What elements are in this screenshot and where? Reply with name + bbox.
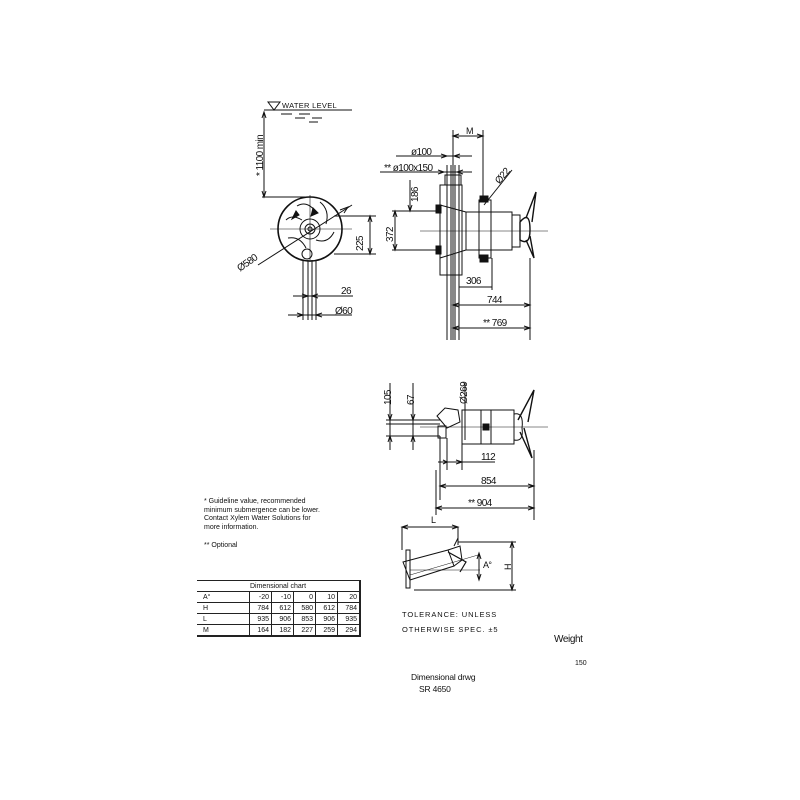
- guide-tube-100x150-label: ** ø100x150: [384, 163, 433, 174]
- value-cell: 294: [337, 624, 361, 637]
- value-cell: 853: [293, 613, 316, 625]
- angle-cell: 20: [337, 591, 361, 603]
- water-level-label: WATER LEVEL: [282, 101, 337, 110]
- m-label: M: [466, 126, 473, 136]
- chart-caption: Dimensional chart: [197, 580, 361, 592]
- value-cell: 906: [271, 613, 294, 625]
- offset-225-label: 225: [355, 236, 366, 251]
- submergence-label: * 1100 min: [255, 134, 266, 176]
- drawing-title: Dimensional drwg: [411, 672, 476, 682]
- weight-label: Weight: [554, 634, 583, 645]
- dim-769-label: ** 769: [483, 318, 507, 329]
- dimensional-chart-table: Dimensional chart A° -20 -10 0 10 20 H 7…: [197, 580, 361, 637]
- mast-width-label: 26: [341, 286, 352, 297]
- dim-112-label: 112: [481, 452, 496, 463]
- angle-header: A°: [197, 591, 250, 603]
- weight-value: 150: [575, 660, 587, 667]
- dim-67-label: 67: [406, 395, 417, 405]
- value-cell: 784: [249, 602, 272, 614]
- height-186-label: 186: [410, 187, 421, 202]
- dim-306-label: 306: [466, 276, 481, 287]
- note-line: more information.: [204, 523, 259, 531]
- guideline-note: * Guideline value, recommended minimum s…: [204, 498, 364, 532]
- note-line: * Guideline value, recommended: [204, 498, 306, 505]
- h-label: H: [503, 564, 513, 570]
- motor-diameter-label: Ø269: [459, 381, 470, 404]
- value-cell: 227: [293, 624, 316, 637]
- tolerance-line-1: TOLERANCE: UNLESS: [402, 610, 498, 619]
- row-label: M: [197, 624, 250, 637]
- propeller-front-view: [257, 195, 376, 320]
- note-line: Contact Xylem Water Solutions for: [204, 515, 311, 522]
- dim-904-label: ** 904: [468, 498, 492, 509]
- value-cell: 906: [315, 613, 338, 625]
- tolerance-line-2: OTHERWISE SPEC. ±5: [402, 625, 499, 634]
- angle-cell: 10: [315, 591, 338, 603]
- water-level-symbol: [264, 101, 352, 123]
- l-label: L: [431, 515, 436, 525]
- table-row: L 935 906 853 906 935: [197, 613, 361, 625]
- angle-label: A°: [483, 560, 492, 570]
- note-line: minimum submergence can be lower.: [204, 506, 320, 514]
- angle-cell: -10: [271, 591, 294, 603]
- value-cell: 935: [249, 613, 272, 625]
- guide-tube-100-label: ø100: [411, 147, 432, 158]
- mixer-side-view: [380, 130, 548, 340]
- value-cell: 259: [315, 624, 338, 637]
- table-row: H 784 612 580 612 784: [197, 602, 361, 614]
- angle-cell: 0: [293, 591, 316, 603]
- mixer-top-view: [386, 383, 548, 520]
- value-cell: 784: [337, 602, 361, 614]
- angle-cell: -20: [249, 591, 272, 603]
- drawing-model: SR 4650: [419, 684, 451, 694]
- row-label: H: [197, 602, 250, 614]
- value-cell: 612: [315, 602, 338, 614]
- dim-105-label: 105: [383, 390, 394, 405]
- mast-diameter-label: Ø60: [335, 306, 353, 317]
- optional-note: ** Optional: [204, 542, 238, 549]
- value-cell: 935: [337, 613, 361, 625]
- value-cell: 182: [271, 624, 294, 637]
- table-row: A° -20 -10 0 10 20: [197, 591, 361, 603]
- mixer-tilt-view: [400, 524, 516, 592]
- height-372-label: 372: [385, 227, 396, 242]
- value-cell: 612: [271, 602, 294, 614]
- value-cell: 580: [293, 602, 316, 614]
- table-row: M 164 182 227 259 294: [197, 624, 361, 637]
- dim-854-label: 854: [481, 476, 496, 487]
- dim-744-label: 744: [487, 295, 502, 306]
- row-label: L: [197, 613, 250, 625]
- value-cell: 164: [249, 624, 272, 637]
